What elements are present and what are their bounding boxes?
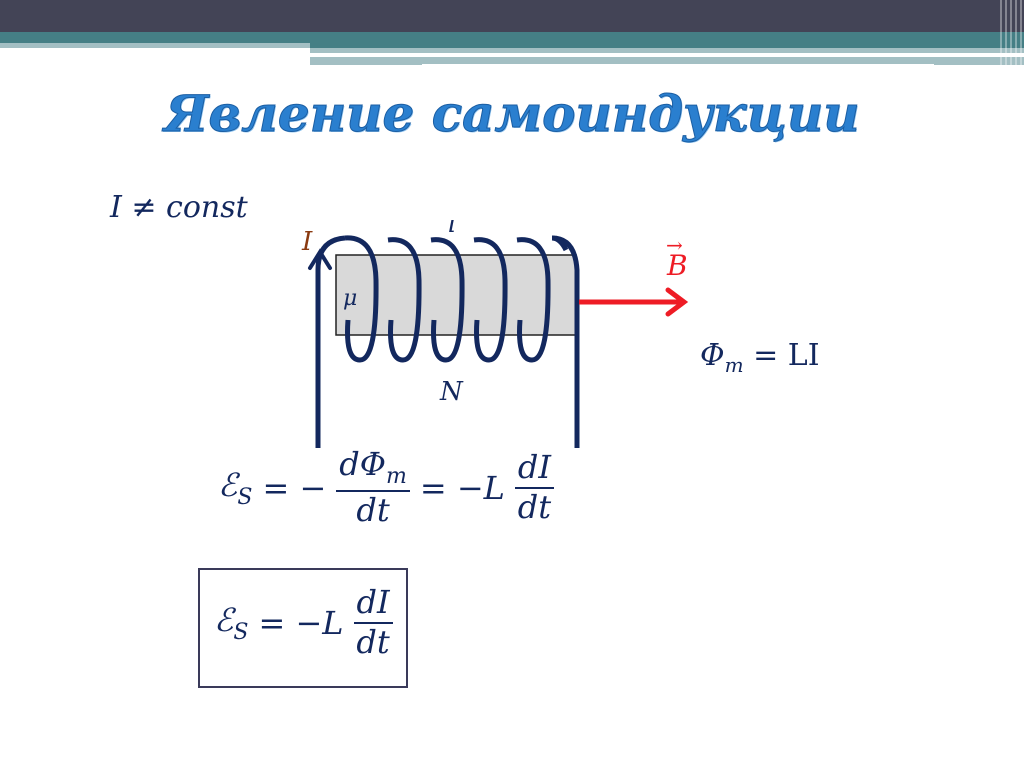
current-derivative-fraction: dI dt [514,451,555,524]
slide-title: Явление самоиндукции [164,84,860,144]
header-bar-light-left [0,43,310,48]
emf-boxed-lhs: ℰS [214,600,249,645]
core-rect [335,254,577,336]
emf-boxed-eq: = −L [258,603,344,642]
flux-derivative-fraction: dΦm dt [336,447,410,528]
current-label: I [301,227,313,257]
emf-eq1: = − [262,468,327,507]
permeability-label: μ [343,286,357,311]
header-bar-light-lower [310,57,1024,65]
emf-full-formula: ℰS = − dΦm dt = −L dI dt [218,447,555,528]
emf-boxed-formula: ℰS = −L dI dt [214,585,393,659]
length-label: l [448,220,456,239]
header-edge-lines [1000,0,1024,68]
coil-turns [344,235,569,363]
header-bar-light-right [310,48,1024,53]
header-bar-dark [0,0,1024,32]
flux-rhs: = LI [753,338,820,373]
emf-eq2: = −L [419,468,505,507]
header-white-strip [310,53,485,57]
header-white-bottom-strip [422,64,934,68]
flux-symbol: Φ [700,338,725,373]
field-arrow-icon [665,287,689,317]
current-arrow-icon [308,248,332,270]
boxed-formula-frame [198,568,408,688]
emf-lhs: ℰS [218,465,253,510]
condition-text: I ≠ const [110,190,248,225]
left-lead-wire [315,235,346,448]
vector-arrow-icon: → [666,233,683,257]
boxed-current-derivative-fraction: dI dt [353,585,393,659]
flux-subscript: m [724,353,744,377]
solenoid-diagram: I l μ N B → [301,220,689,448]
field-vector-label: B [666,249,688,282]
flux-formula: Φm = LI [700,338,820,377]
turns-label: N [439,377,464,407]
